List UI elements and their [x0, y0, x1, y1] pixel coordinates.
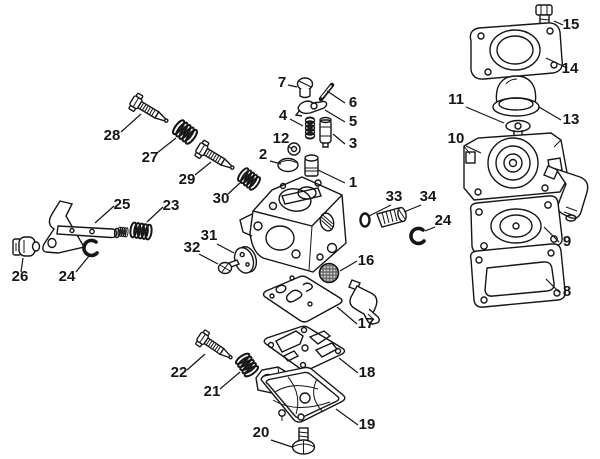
callout-6: 6 [349, 94, 357, 111]
part-throttle-shaft-lever-25 [42, 200, 130, 254]
part-cap-nut-26 [12, 236, 41, 257]
part-cap-12 [287, 142, 301, 156]
part-screw-32 [217, 259, 240, 275]
callout-32: 32 [184, 239, 201, 256]
part-inlet-fitting [348, 279, 380, 325]
callout-12: 12 [273, 130, 290, 147]
callouts: 1 2 3 4 5 6 7 8 9 10 11 12 13 14 15 16 1… [12, 16, 580, 441]
callout-31: 31 [201, 227, 218, 244]
callout-19: 19 [359, 416, 376, 433]
callout-7: 7 [278, 74, 286, 91]
callout-24-left: 24 [59, 268, 76, 285]
callout-28: 28 [104, 127, 121, 144]
part-primer-bulb-13 [492, 75, 540, 117]
part-primer-cover-14 [469, 22, 563, 80]
callout-34: 34 [420, 188, 437, 205]
part-strainer-screen-16 [318, 262, 340, 284]
part-screw-20 [291, 427, 316, 455]
callout-22: 22 [171, 364, 188, 381]
callout-20: 20 [253, 424, 270, 441]
part-pump-housing-10 [463, 132, 569, 201]
part-screw-7 [296, 77, 314, 99]
part-metering-diaphragm-18 [263, 325, 346, 371]
callout-30: 30 [213, 190, 230, 207]
part-throttle-plate-disc-31 [233, 246, 258, 274]
callout-2: 2 [259, 146, 267, 163]
part-gasket-8 [469, 243, 566, 308]
part-inlet-valve-3 [319, 116, 332, 148]
part-metering-lever-5 [294, 100, 328, 117]
callout-16: 16 [358, 252, 375, 269]
callout-21: 21 [204, 383, 221, 400]
part-disc-washer-2 [277, 157, 299, 173]
callout-18: 18 [359, 364, 376, 381]
callout-14: 14 [562, 60, 579, 77]
callout-5: 5 [349, 113, 357, 130]
callout-17: 17 [358, 315, 375, 332]
part-valve-grommet-11 [505, 119, 531, 137]
callout-4: 4 [279, 107, 288, 124]
part-gasket-17 [262, 275, 343, 323]
callout-1: 1 [349, 174, 357, 191]
part-end-cover-19 [260, 366, 346, 423]
callout-27: 27 [142, 149, 159, 166]
part-c-clip-24-right [409, 226, 426, 246]
carburetor-body [239, 176, 347, 273]
callout-25: 25 [114, 196, 131, 213]
callout-8: 8 [563, 283, 571, 300]
callout-9: 9 [563, 233, 571, 250]
callout-10: 10 [448, 130, 465, 147]
part-o-ring-33 [359, 212, 371, 228]
callout-13: 13 [563, 111, 580, 128]
callout-11: 11 [448, 91, 464, 108]
part-plug-screw-34 [376, 206, 407, 228]
part-cylinder-plug-1 [304, 154, 319, 177]
part-c-clip-24-left [82, 238, 99, 258]
callout-23: 23 [163, 197, 180, 214]
part-lever-pin-6 [318, 82, 335, 102]
callout-24-right: 24 [435, 212, 452, 229]
callout-29: 29 [179, 171, 196, 188]
callout-33: 33 [386, 188, 403, 205]
leader-lines [20, 20, 568, 448]
callout-15: 15 [563, 16, 580, 33]
callout-3: 3 [349, 135, 357, 152]
callout-26: 26 [12, 268, 29, 285]
